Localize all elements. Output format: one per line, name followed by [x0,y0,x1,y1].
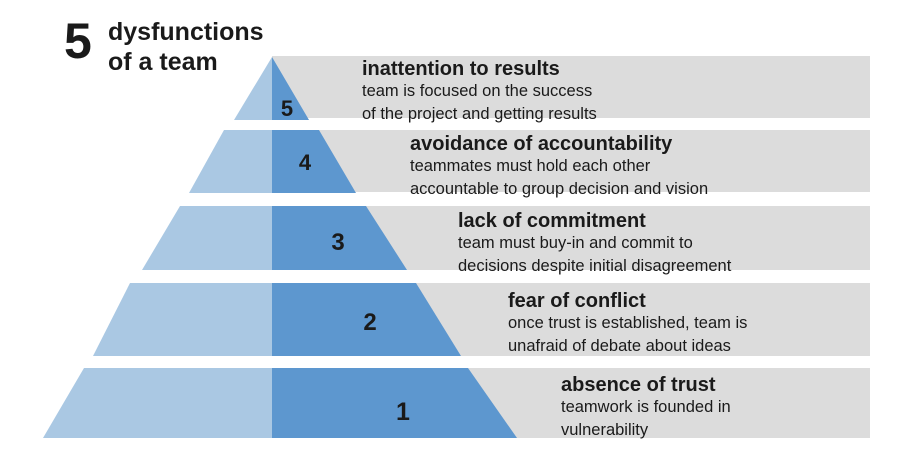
level-3-number: 3 [331,229,344,256]
level-5-desc-line-1: team is focused on the success [362,82,593,100]
level-2-text: fear of conflict once trust is establish… [508,290,747,358]
page-title: dysfunctions of a team [108,17,264,77]
level-3-desc-line-1: team must buy-in and commit to [458,234,693,252]
level-4-band [272,130,870,192]
level-5-band [272,56,870,118]
title-number: 5 [64,13,92,69]
level-3-left-face [142,206,272,270]
level-4-text: avoidance of accountability teammates mu… [410,133,708,201]
level-3-text: lack of commitment team must buy-in and … [458,210,731,278]
level-1-title: absence of trust [561,374,716,396]
level-1-text: absence of trust teamwork is founded in … [561,374,731,442]
level-5-number: 5 [281,96,293,121]
level-1-right-face [272,368,517,438]
level-4-title: avoidance of accountability [410,133,673,155]
level-4-desc-line-2: accountable to group decision and vision [410,180,709,198]
level-2-right-face [272,283,461,356]
level-4-number: 4 [299,150,312,175]
level-5-left-face [234,57,272,120]
level-5-right-face [272,57,309,120]
level-5-title: inattention to results [362,58,560,80]
level-2-title: fear of conflict [508,290,646,312]
level-1-left-face [43,368,272,438]
level-4-desc-line-1: teammates must hold each other [410,157,651,175]
level-3-desc-line-2: decisions despite initial disagreement [458,257,732,275]
title-line-1: dysfunctions [108,18,264,46]
level-5-desc-line-2: of the project and getting results [362,105,597,123]
title-line-2: of a team [108,48,218,76]
level-5-text: inattention to results team is focused o… [362,58,597,126]
level-2-desc-line-2: unafraid of debate about ideas [508,337,731,355]
level-2-left-face [93,283,272,356]
level-1-number: 1 [396,398,410,426]
level-3-title: lack of commitment [458,210,646,232]
level-3-right-face [272,206,407,270]
level-2-number: 2 [363,309,376,336]
level-1-desc-line-2: vulnerability [561,421,649,439]
level-4-right-face [272,130,356,193]
level-4-left-face [189,130,272,193]
level-2-desc-line-1: once trust is established, team is [508,314,748,332]
level-1-desc-line-1: teamwork is founded in [561,398,731,416]
